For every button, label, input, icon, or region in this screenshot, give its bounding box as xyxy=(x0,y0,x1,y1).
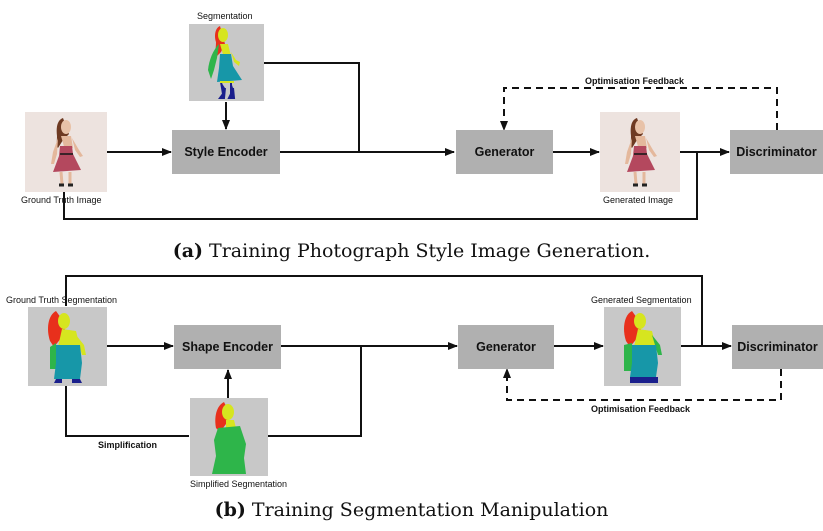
generated-image-label: Generated Image xyxy=(603,195,674,205)
line-seg-to-junction xyxy=(264,62,360,152)
caption-b-tag: (b) xyxy=(214,499,246,521)
line-simplification xyxy=(65,386,189,437)
feedback-loop-b xyxy=(503,368,782,401)
generated-image xyxy=(600,112,680,192)
feedback-loop-a xyxy=(500,87,778,131)
gt-segmentation-image xyxy=(28,307,107,386)
segmentation-image xyxy=(189,24,264,101)
generator-box-b: Generator xyxy=(458,325,554,369)
segmentation-label: Segmentation xyxy=(197,11,253,21)
caption-b-text: Training Segmentation Manipulation xyxy=(251,499,609,521)
line-gt-to-discriminator xyxy=(63,152,698,220)
feedback-label-b: Optimisation Feedback xyxy=(591,404,691,414)
line-gt-seg-to-discriminator xyxy=(65,275,703,346)
discriminator-box-a: Discriminator xyxy=(730,130,823,174)
segmentation-figure-icon xyxy=(48,311,86,383)
generated-segmentation-image xyxy=(604,307,681,386)
discriminator-box-b: Discriminator xyxy=(732,325,823,369)
ground-truth-label: Ground Truth Image xyxy=(21,195,102,205)
segmentation-figure-icon xyxy=(208,26,242,99)
generated-segmentation-label: Generated Segmentation xyxy=(591,295,692,305)
simplification-label: Simplification xyxy=(98,440,158,450)
line-simplified-to-junction xyxy=(268,346,362,437)
person-photo-icon xyxy=(51,118,83,187)
simplified-segmentation-image xyxy=(190,398,268,476)
simplified-segmentation-label: Simplified Segmentation xyxy=(190,479,288,489)
feedback-label-a: Optimisation Feedback xyxy=(585,76,685,86)
caption-a: (a) Training Photograph Style Image Gene… xyxy=(0,240,823,262)
simplified-figure-icon xyxy=(212,402,246,474)
caption-a-tag: (a) xyxy=(172,240,203,262)
person-photo-icon xyxy=(625,118,657,187)
gt-segmentation-label: Ground Truth Segmentation xyxy=(6,295,118,305)
caption-a-text: Training Photograph Style Image Generati… xyxy=(209,240,651,262)
style-encoder-box: Style Encoder xyxy=(172,130,280,174)
segmentation-figure-icon xyxy=(624,311,662,383)
shape-encoder-box: Shape Encoder xyxy=(174,325,281,369)
ground-truth-image xyxy=(25,112,107,192)
caption-b: (b) Training Segmentation Manipulation xyxy=(0,499,823,521)
generator-box-a: Generator xyxy=(456,130,553,174)
